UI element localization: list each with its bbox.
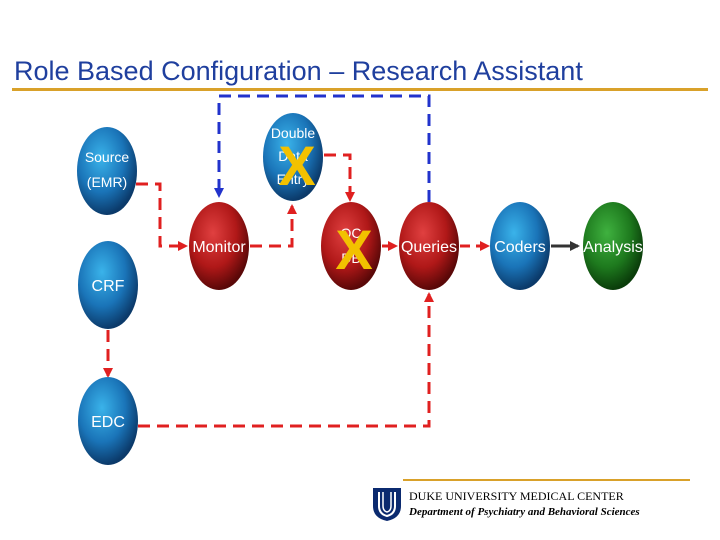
- node-analysis-label: Analysis: [583, 239, 643, 256]
- node-edc-label: EDC: [91, 414, 125, 431]
- title-underline: [12, 88, 708, 91]
- page-title: Role Based Configuration – Research Assi…: [14, 56, 583, 86]
- footer-institution: DUKE UNIVERSITY MEDICAL CENTER: [409, 489, 624, 503]
- node-monitor-label: Monitor: [192, 239, 246, 256]
- x-mark-qc: X: [335, 218, 372, 281]
- node-qc-line2: DB: [341, 250, 360, 266]
- node-source: Source (EMR): [77, 127, 137, 215]
- node-double-entry: Double Data Entry X: [263, 113, 323, 201]
- node-source-line2: (EMR): [87, 174, 127, 190]
- duke-shield-logo-icon: [373, 488, 401, 521]
- monitor-to-double-entry-arrow: [250, 204, 297, 248]
- node-crf: CRF: [78, 241, 138, 329]
- double-entry-to-qc-arrow: [324, 153, 355, 202]
- edc-to-queries-arrow: [138, 292, 434, 428]
- node-double-entry-line3: Entry: [277, 171, 310, 187]
- node-edc: EDC: [78, 377, 138, 465]
- node-source-line1: Source: [85, 149, 130, 165]
- node-coders: Coders: [490, 202, 550, 290]
- node-queries: Queries: [399, 202, 459, 290]
- node-double-entry-line1: Double: [271, 125, 316, 141]
- queries-to-monitor-loop: [214, 94, 431, 202]
- node-coders-label: Coders: [494, 239, 546, 256]
- node-analysis: Analysis: [583, 202, 643, 290]
- node-qc-line1: QC: [341, 225, 362, 241]
- source-to-monitor-arrow: [136, 182, 188, 251]
- footer-rule: [403, 479, 690, 481]
- footer-department: Department of Psychiatry and Behavioral …: [409, 506, 640, 518]
- node-monitor: Monitor: [189, 202, 249, 290]
- node-crf-label: CRF: [92, 278, 125, 295]
- node-qc-db: QC DB X: [321, 202, 381, 290]
- x-mark-double-entry: X: [278, 134, 315, 197]
- node-queries-label: Queries: [401, 239, 457, 256]
- node-double-entry-line2: Data: [278, 148, 308, 164]
